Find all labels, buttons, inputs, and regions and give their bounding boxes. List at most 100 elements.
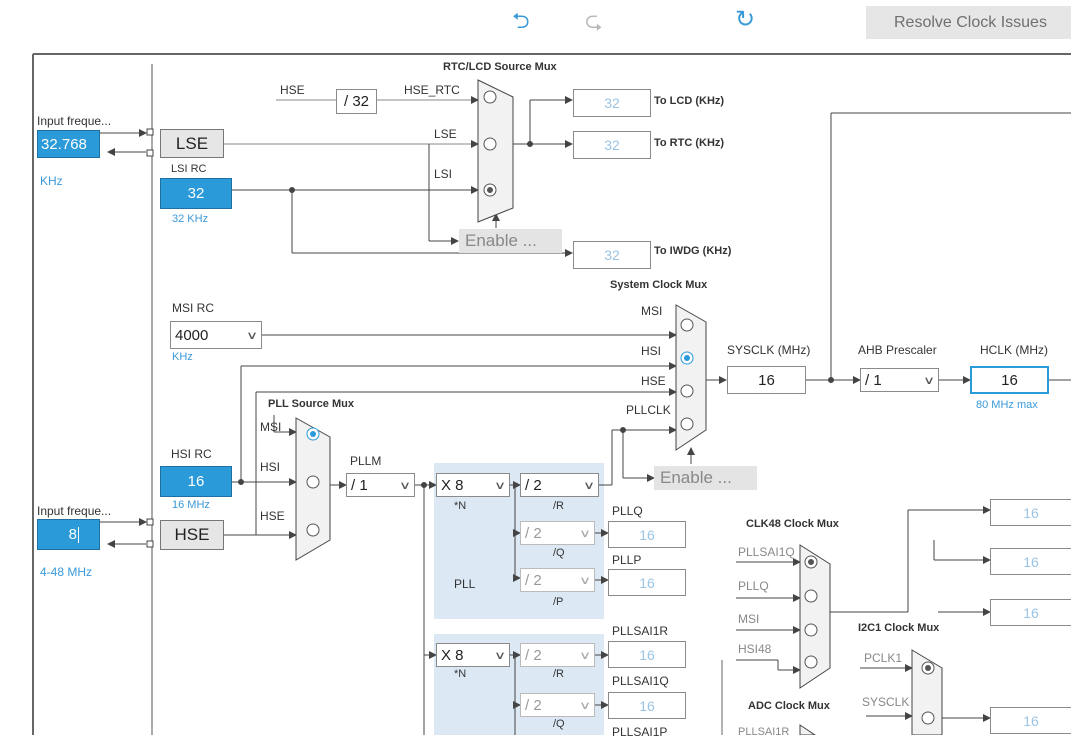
rtc-hse-label: HSE — [280, 83, 305, 97]
rtc-enable-button[interactable]: Enable ... — [459, 229, 562, 253]
pllm-label: PLLM — [350, 454, 382, 468]
msi-rc-select[interactable]: 4000 ∨ — [170, 321, 262, 349]
text-cursor — [78, 526, 79, 543]
lcd-clock-output[interactable]: 32 — [573, 89, 651, 117]
sysmux-hsi-label: HSI — [641, 344, 662, 358]
lsi-rc-value[interactable]: 32 — [160, 178, 232, 209]
iwdg-clock-output[interactable]: 32 — [573, 241, 651, 269]
hclk-label: HCLK (MHz) — [980, 343, 1048, 357]
plln-select[interactable]: X 8∨ — [436, 473, 510, 497]
sysclk-enable-button[interactable]: Enable ... — [654, 466, 757, 490]
pllsai1n-select[interactable]: X 8 ∨ — [436, 643, 510, 667]
plln-label: *N — [454, 500, 467, 512]
hse-source[interactable]: HSE — [160, 520, 224, 550]
undo-icon[interactable]: ⮌ — [512, 8, 530, 33]
lse-frequency-unit: KHz — [40, 174, 63, 188]
pllp-div-label: /P — [553, 596, 564, 608]
pllq-select[interactable]: / 2 ∨ — [520, 521, 595, 545]
hse-rtc-label: HSE_RTC — [404, 83, 460, 97]
chevron-down-icon: ∨ — [578, 574, 592, 587]
pll-source-mux-title: PLL Source Mux — [268, 398, 354, 410]
pllsai1r-value: / 2 — [525, 646, 542, 664]
chevron-down-icon: ∨ — [578, 699, 592, 712]
msi-rc-value: 4000 — [175, 326, 209, 344]
system-clock-mux-title: System Clock Mux — [610, 279, 708, 291]
chevron-down-icon: ∨ — [493, 649, 507, 662]
pllr-label: /R — [553, 500, 564, 512]
lse-frequency-input[interactable]: 32.768 — [37, 130, 100, 158]
pllr-value: / 2 — [525, 476, 542, 494]
pllsai1r-output-label: PLLSAI1R — [612, 624, 669, 638]
hclk-max-label: 80 MHz max — [976, 399, 1038, 411]
lcd-output-label: To LCD (KHz) — [654, 95, 725, 107]
clk48-msi-label: MSI — [738, 612, 760, 626]
rtc-clock-output[interactable]: 32 — [573, 131, 651, 159]
sysmux-msi-label: MSI — [641, 304, 663, 318]
hsi-rc-unit: 16 MHz — [172, 499, 210, 511]
chevron-down-icon: ∨ — [578, 649, 592, 662]
ahb-prescaler-select[interactable]: / 1∨ — [860, 368, 939, 392]
pllsai1p-output-label: PLLSAI1P — [612, 725, 668, 739]
lsi-rc-unit: 32 KHz — [172, 213, 209, 225]
hsi-rc-label: HSI RC — [171, 447, 212, 461]
chevron-down-icon: ∨ — [582, 479, 596, 492]
pllm-select[interactable]: / 1∨ — [346, 473, 415, 497]
chevron-down-icon: ∨ — [578, 527, 592, 540]
hclk-value[interactable]: 16 — [970, 366, 1049, 394]
pllp-output-label: PLLP — [612, 553, 642, 567]
chevron-down-icon: ∨ — [493, 479, 507, 492]
hsi-rc-value[interactable]: 16 — [160, 466, 232, 497]
chevron-down-icon: ∨ — [245, 329, 259, 342]
chevron-down-icon: ∨ — [922, 374, 936, 387]
rtc-lsi-input-label: LSI — [434, 167, 453, 181]
pllm-value: / 1 — [351, 476, 368, 494]
pll-label: PLL — [454, 577, 476, 591]
pllq-output[interactable]: 16 — [608, 521, 686, 548]
i2c1-output[interactable]: 16 — [990, 707, 1071, 734]
refresh-icon[interactable]: ↻ — [735, 6, 756, 33]
sysmux-pllclk-label: PLLCLK — [626, 403, 671, 417]
pll-hse-label: HSE — [260, 509, 285, 523]
rtc-hse-divider: / 32 — [336, 89, 377, 114]
rtc-lcd-mux-title: RTC/LCD Source Mux — [443, 61, 557, 73]
pllp-value: / 2 — [525, 571, 542, 589]
sysclk-label: SYSCLK (MHz) — [727, 343, 811, 357]
input-frequency-label-hse: Input freque... — [37, 504, 112, 518]
hse-frequency-range: 4-48 MHz — [40, 565, 93, 579]
resolve-clock-issues-button[interactable]: Resolve Clock Issues — [866, 6, 1071, 39]
clk48-pllsai1q-label: PLLSAI1Q — [738, 545, 795, 559]
pllsai1q-div-label: /Q — [553, 718, 565, 730]
input-frequency-label-lse: Input freque... — [37, 114, 112, 128]
msi-rc-unit: KHz — [172, 351, 193, 363]
clk48-output-2[interactable]: 16 — [990, 548, 1071, 575]
sysclk-value[interactable]: 16 — [727, 366, 806, 394]
pllsai1q-select[interactable]: / 2∨ — [520, 693, 595, 717]
msi-rc-label: MSI RC — [172, 301, 214, 315]
pllsai1n-value: X 8 — [441, 646, 464, 664]
adc-pllsai1r-label: PLLSAI1R — [738, 726, 790, 738]
clk48-output-3[interactable]: 16 — [990, 599, 1071, 626]
pllp-output[interactable]: 16 — [608, 569, 686, 596]
i2c1-sysclk-label: SYSCLK — [862, 695, 910, 709]
hse-frequency-value: 8 — [68, 526, 77, 543]
clk48-hsi48-label: HSI48 — [738, 642, 772, 656]
pllr-select[interactable]: / 2 ∨ — [520, 473, 599, 497]
hse-frequency-input[interactable]: 8 — [37, 519, 100, 550]
lse-source[interactable]: LSE — [160, 129, 224, 158]
pllsai1r-div-label: /R — [553, 668, 564, 680]
rtc-output-label: To RTC (KHz) — [654, 137, 725, 149]
redo-icon[interactable]: ⮎ — [585, 8, 603, 33]
iwdg-output-label: To IWDG (KHz) — [654, 245, 732, 257]
clk48-pllq-label: PLLQ — [738, 579, 769, 593]
pllp-select[interactable]: / 2 ∨ — [520, 568, 595, 592]
pllq-output-label: PLLQ — [612, 504, 643, 518]
pllsai1r-select[interactable]: / 2 ∨ — [520, 643, 595, 667]
lsi-rc-label: LSI RC — [171, 163, 207, 175]
i2c1-mux-title: I2C1 Clock Mux — [858, 622, 940, 634]
pllsai1q-output[interactable]: 16 — [608, 692, 686, 719]
pllsai1r-output[interactable]: 16 — [608, 641, 686, 668]
pllq-value: / 2 — [525, 524, 542, 542]
clk48-output-1[interactable]: 16 — [990, 499, 1071, 526]
adc-mux-title: ADC Clock Mux — [748, 700, 830, 712]
